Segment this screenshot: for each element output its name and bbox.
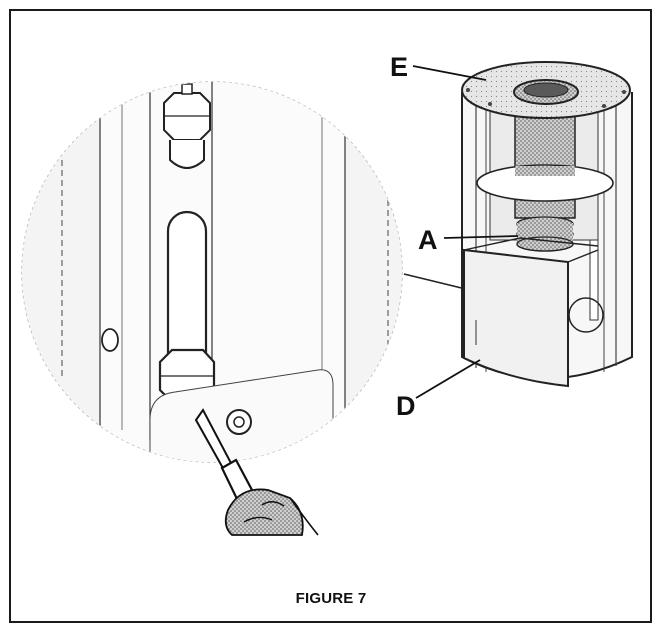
leader-e	[412, 65, 487, 81]
callout-d: D	[396, 391, 416, 421]
cylinder-appliance	[461, 61, 633, 388]
detail-marker-circle	[568, 297, 604, 333]
callout-e: E	[390, 52, 409, 82]
front-door-panel	[463, 248, 569, 388]
figure-caption: FIGURE 7	[295, 590, 367, 607]
mid-plate	[476, 164, 614, 202]
screw-head	[226, 409, 252, 435]
callout-a: A	[418, 225, 438, 255]
hand-icon	[224, 488, 319, 536]
leader-a	[443, 235, 519, 239]
zoom-detail-view	[21, 81, 403, 536]
screw-hole	[101, 328, 119, 352]
coil-stack	[516, 216, 574, 252]
leader-d	[415, 359, 481, 399]
top-hex-nut	[163, 83, 211, 169]
